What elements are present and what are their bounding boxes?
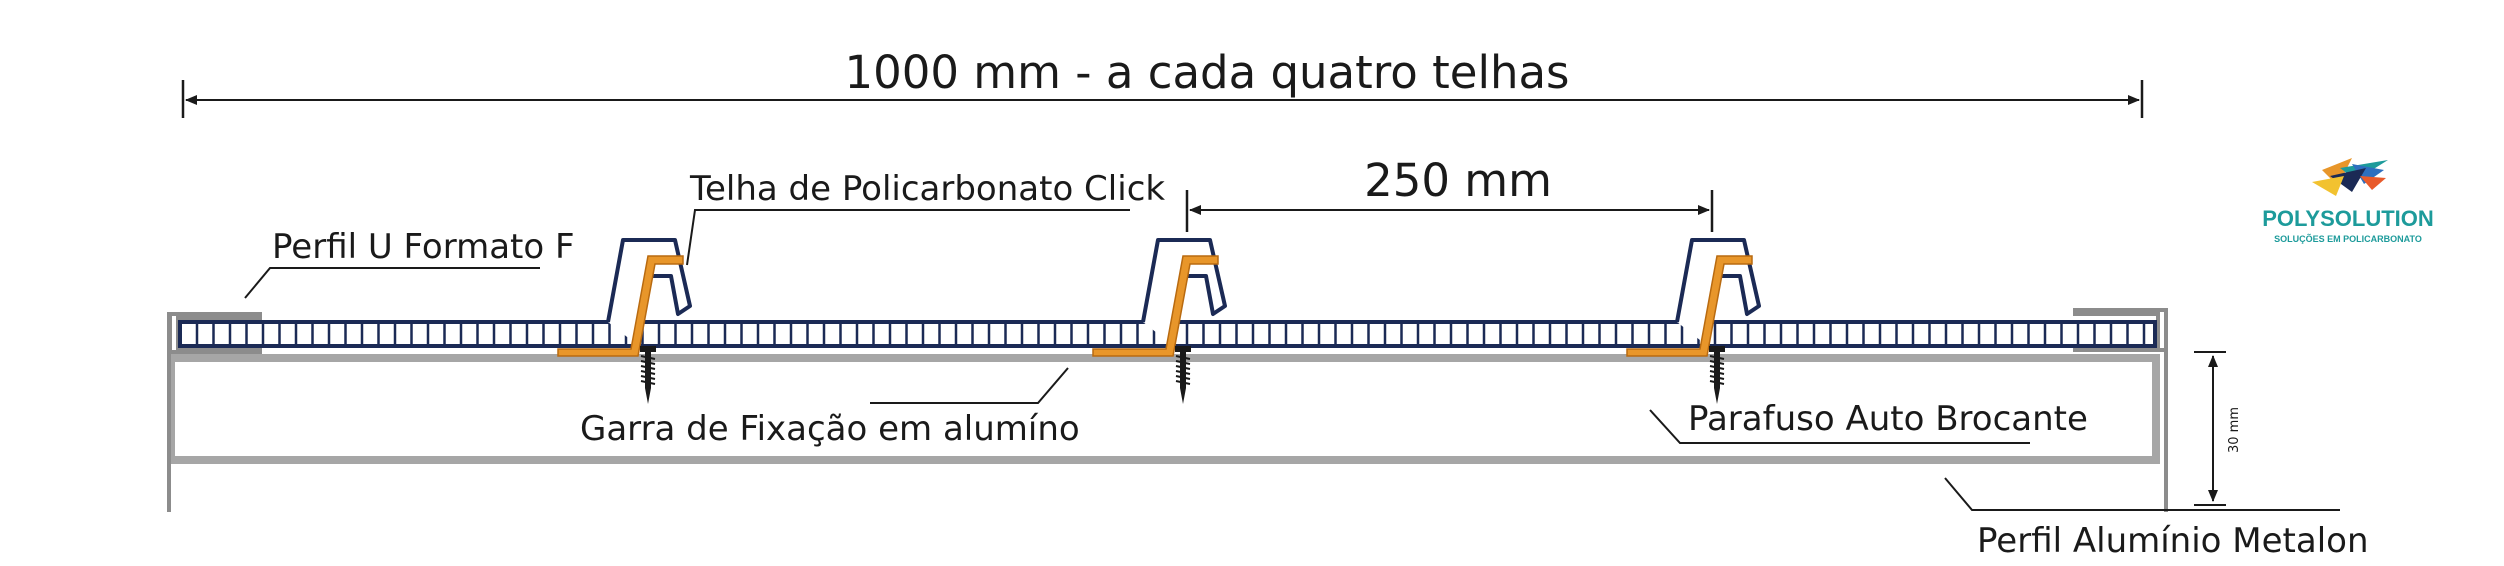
aluminum-clamp [557, 255, 684, 357]
connector-2 [1092, 238, 1227, 404]
brand-tagline: SOLUÇÕES EM POLICARBONATO [2274, 234, 2422, 244]
connector-3 [1626, 238, 1761, 404]
screw-shank [645, 352, 651, 388]
connector-1 [557, 238, 692, 404]
screw-tip [1180, 388, 1186, 404]
screw-thread [1709, 355, 1725, 385]
leader-tile [686, 209, 1130, 266]
height-dimension: 30 mm [2194, 351, 2242, 506]
click-connector-outline [606, 238, 692, 345]
aluminum-clamp [1626, 255, 1753, 357]
screw-head [1175, 346, 1191, 352]
screw-thread [640, 355, 656, 385]
screw-head [640, 346, 656, 352]
spacing-dimension-label: 250 mm [1364, 154, 1552, 207]
self-drilling-screw-icon [1175, 346, 1191, 404]
screw-tip [645, 388, 651, 404]
label-clamp: Garra de Fixação em alumíno [580, 409, 1080, 449]
label-u-profile: Perfil U Formato F [272, 227, 575, 267]
leader-u-profile [244, 267, 540, 299]
brand-name: POLYSOLUTION [2262, 206, 2434, 231]
screw-head [1709, 346, 1725, 352]
spacing-dimension: 250 mm [1185, 154, 1714, 232]
leader-metalon [1944, 477, 2340, 511]
click-connector-outline [1675, 238, 1761, 345]
self-drilling-screw-icon [640, 346, 656, 404]
screw-tip [1714, 388, 1720, 404]
label-screw: Parafuso Auto Brocante [1688, 399, 2088, 439]
total-dimension: 1000 mm - a cada quatro telhas [181, 46, 2144, 118]
screw-shank [1714, 352, 1720, 388]
label-tile: Telha de Policarbonato Click [689, 169, 1165, 209]
click-connector-outline [1141, 238, 1227, 345]
leader-clamp [870, 367, 1069, 404]
total-dimension-label: 1000 mm - a cada quatro telhas [844, 46, 1569, 99]
polysolution-logo-icon [2312, 158, 2388, 196]
height-dimension-label: 30 mm [2227, 407, 2242, 453]
leader-lines [244, 209, 2340, 511]
click-connectors [557, 238, 1761, 404]
aluminum-clamp [1092, 255, 1219, 357]
screw-shank [1180, 352, 1186, 388]
leader-screw [1649, 409, 2030, 444]
self-drilling-screw-icon [1709, 346, 1725, 404]
screw-thread [1175, 355, 1191, 385]
label-metalon: Perfil Alumínio Metalon [1977, 521, 2369, 561]
